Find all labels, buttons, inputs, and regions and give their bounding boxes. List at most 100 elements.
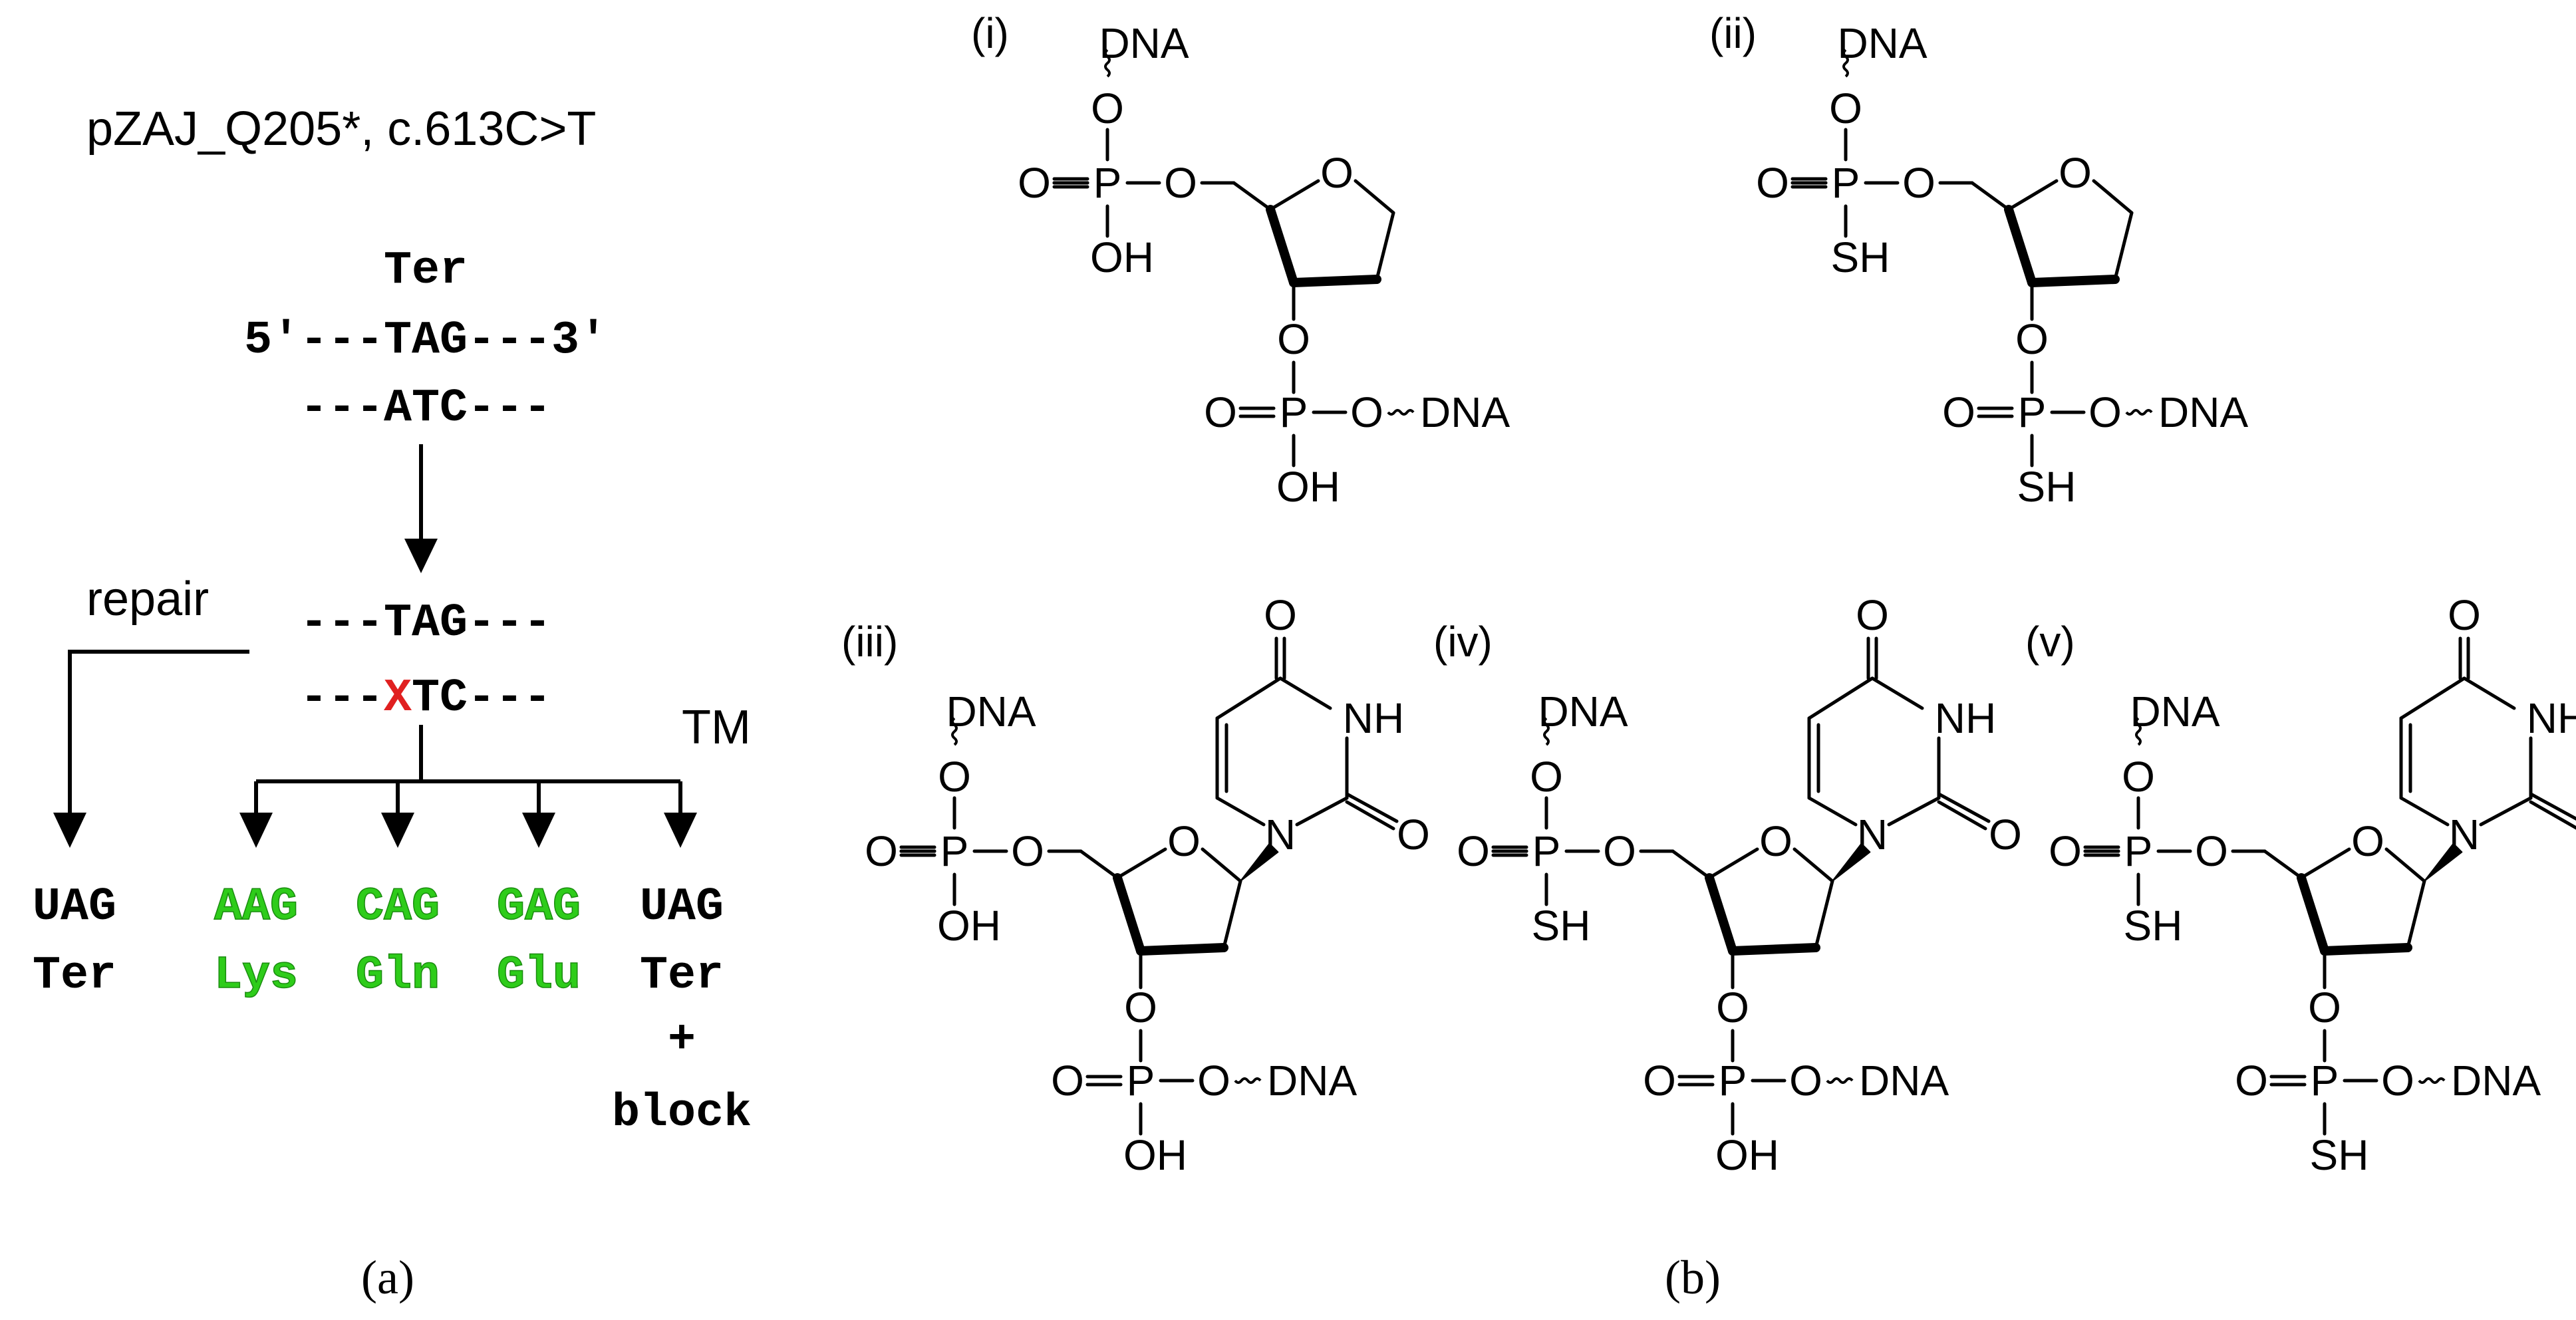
amino-acid-label: Ter (33, 950, 116, 1002)
codon-label: CAG (356, 881, 440, 934)
codon-label: GAG (497, 881, 581, 934)
phosphoryl-oxygen: O (1756, 159, 1789, 207)
ter-label-top: Ter (384, 245, 468, 297)
dna-label: DNA (1837, 19, 1927, 67)
c2-carbonyl-oxygen: O (1397, 811, 1430, 858)
codon-label: AAG (214, 881, 298, 934)
three-prime-oxygen: O (1124, 984, 1157, 1031)
down-arrow-head (404, 539, 438, 573)
mid-top-strand: ---TAG--- (300, 597, 551, 650)
ester-oxygen: O (1350, 388, 1383, 436)
phosphoryl-oxygen: O (1643, 1057, 1676, 1105)
three-prime-oxygen: O (1277, 315, 1310, 363)
amino-acid-label: Gln (356, 950, 440, 1002)
tm-arrow-head-2 (381, 813, 414, 848)
c4-carbonyl-oxygen: O (1856, 591, 1889, 639)
ring-oxygen: O (1167, 817, 1201, 865)
dna-label: DNA (1267, 1057, 1357, 1105)
uracil-n1: N (1265, 811, 1296, 858)
ester-oxygen: O (1197, 1057, 1230, 1105)
dna-label: DNA (1538, 688, 1628, 735)
dna-label: DNA (2451, 1057, 2541, 1105)
tm-arrow-head-1 (239, 813, 273, 848)
c4-carbonyl-oxygen: O (1264, 591, 1297, 639)
phosphoryl-oxygen: O (1457, 827, 1490, 875)
ester-oxygen: O (1829, 84, 1862, 132)
dna-label: DNA (2130, 688, 2219, 735)
structure-label: (iii) (841, 618, 898, 666)
tm-label: TM (682, 701, 751, 754)
uracil-n1: N (2449, 811, 2480, 858)
top-strand-sequence: 5′---TAG---3′ (244, 315, 607, 367)
structure-label: (i) (971, 9, 1009, 57)
hydroxyl-group: OH (1123, 1131, 1187, 1179)
modified-base-x: X (384, 672, 412, 725)
thiol-group: SH (2017, 463, 2076, 511)
thiol-group: SH (2310, 1131, 2369, 1179)
uracil-n3h: NH (1343, 694, 1404, 742)
dna-label: DNA (1420, 388, 1510, 436)
phosphorus: P (1532, 827, 1561, 875)
phosphoryl-oxygen: O (2235, 1057, 2268, 1105)
uracil-n3h: NH (2527, 694, 2576, 742)
dna-label: DNA (946, 688, 1036, 735)
phosphoryl-oxygen: O (1204, 388, 1237, 436)
amino-acid-label: Ter (640, 950, 724, 1002)
dna-label: DNA (1859, 1057, 1949, 1105)
amino-acid-label: Glu (497, 950, 581, 1002)
ester-oxygen: O (2122, 753, 2155, 801)
phosphoryl-oxygen: O (1018, 159, 1051, 207)
repair-label: repair (86, 573, 209, 626)
hydroxyl-group: OH (937, 902, 1001, 950)
ring-oxygen: O (1320, 149, 1354, 197)
phosphorus: P (1719, 1057, 1747, 1105)
ring-oxygen: O (2351, 817, 2384, 865)
thiol-group: SH (1831, 233, 1890, 281)
codon-label: UAG (33, 881, 116, 934)
thiol-group: SH (2124, 902, 2183, 950)
ring-oxygen: O (1759, 817, 1792, 865)
repair-branch-line (68, 650, 249, 818)
uracil-n3h: NH (1935, 694, 1996, 742)
ester-oxygen: O (1091, 84, 1124, 132)
dna-label: DNA (1099, 19, 1189, 67)
hydroxyl-group: OH (1276, 463, 1340, 511)
structure-label: (ii) (1709, 9, 1757, 57)
phosphorus: P (2018, 388, 2047, 436)
phosphorus: P (2124, 827, 2153, 875)
hydroxyl-group: OH (1090, 233, 1154, 281)
bridging-oxygen: O (1603, 827, 1636, 875)
dna-label: DNA (2158, 388, 2248, 436)
outcome-1: UAG Ter (33, 881, 116, 1002)
bridging-oxygen: O (1902, 159, 1935, 207)
outcome-3: CAG Gln (355, 880, 440, 1003)
phosphoryl-oxygen: O (1942, 388, 1975, 436)
phosphorus: P (1280, 388, 1308, 436)
phosphorus: P (1127, 1057, 1155, 1105)
c4-carbonyl-oxygen: O (2448, 591, 2481, 639)
c2-carbonyl-oxygen: O (1989, 811, 2022, 858)
bridging-oxygen: O (1011, 827, 1044, 875)
plus-sign: + (668, 1014, 696, 1067)
ring-oxygen: O (2059, 149, 2092, 197)
repair-arrow-head (53, 813, 86, 848)
panel-b-caption: (b) (1665, 1251, 1721, 1304)
ester-oxygen: O (2088, 388, 2122, 436)
bottom-strand-sequence: ---ATC--- (300, 382, 551, 435)
thiol-group: SH (1532, 902, 1591, 950)
panel-a: pZAJ_Q205*, c.613C>T Ter 5′---TAG---3′ -… (33, 102, 752, 1304)
bridging-oxygen: O (1164, 159, 1197, 207)
phosphorus: P (1093, 159, 1122, 207)
block-label: block (612, 1087, 752, 1140)
phosphorus: P (2311, 1057, 2339, 1105)
bridging-oxygen: O (2195, 827, 2228, 875)
